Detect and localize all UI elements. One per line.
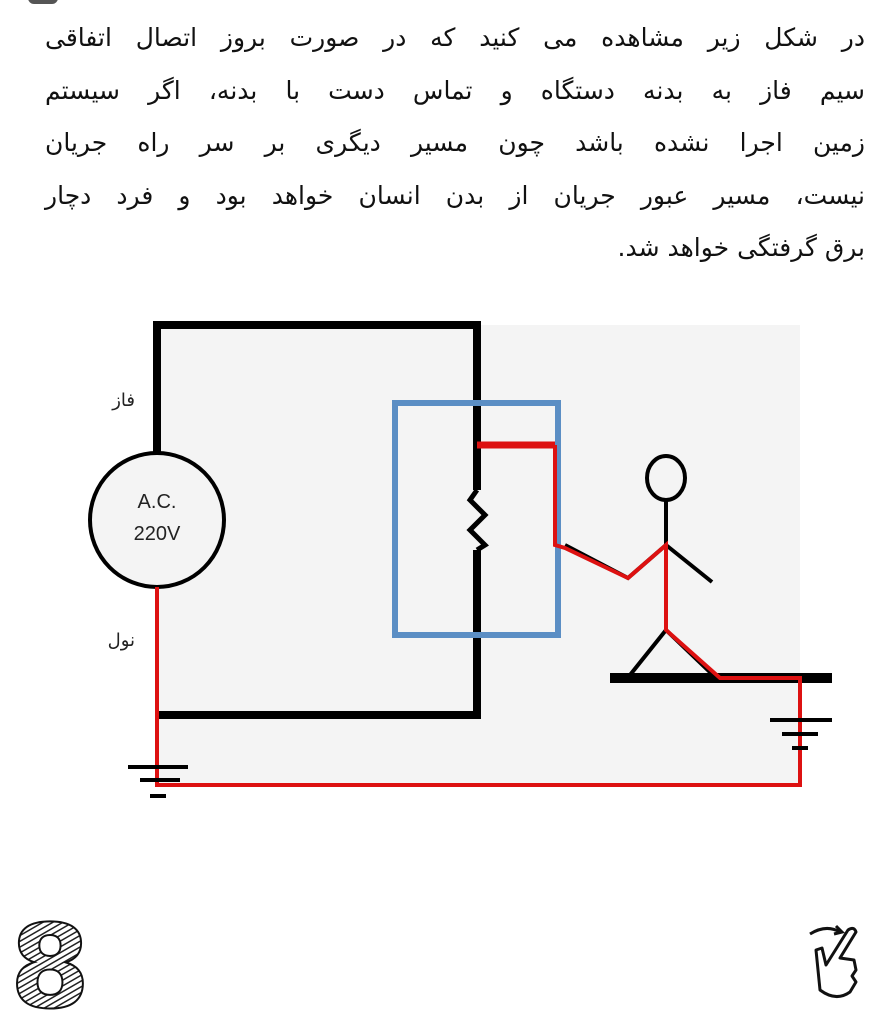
resistor-icon — [466, 488, 489, 553]
phase-wire — [153, 321, 481, 490]
neutral-label: نول — [108, 630, 135, 651]
paragraph-line: در شکل زیر مشاهده می کنید که در صورت برو… — [45, 23, 865, 52]
ground-icon — [770, 718, 832, 750]
top-decoration — [28, 0, 58, 4]
device-body — [392, 400, 561, 638]
paragraph-line: برق گرفتگی خواهد شد. — [617, 233, 865, 262]
ac-source-icon — [88, 451, 226, 589]
swipe-hand-icon[interactable] — [806, 920, 876, 1005]
fault-current-path — [155, 441, 802, 787]
page-number-text: 8 — [14, 915, 86, 1015]
paragraph-line: زمین اجرا نشده باشد چون مسیر دیگری بر سر… — [45, 128, 865, 157]
paragraph-line: سیم فاز به بدنه دستگاه و تماس دست با بدن… — [45, 75, 865, 105]
ground-icon — [128, 765, 188, 798]
page-number: 8 — [14, 915, 86, 1015]
source-label-voltage: 220V — [134, 523, 181, 545]
electric-shock-circuit-diagram: A.C. 220V فاز نول — [88, 321, 832, 798]
phase-label: فاز — [111, 390, 135, 411]
paragraph-line: نیست، مسیر عبور جریان از بدن انسان خواهد… — [45, 180, 865, 210]
circuit-wires — [153, 321, 481, 719]
body-paragraph: در شکل زیر مشاهده می کنید که در صورت برو… — [45, 12, 865, 275]
source-label-ac: A.C. — [138, 491, 177, 513]
return-wire — [157, 550, 481, 719]
